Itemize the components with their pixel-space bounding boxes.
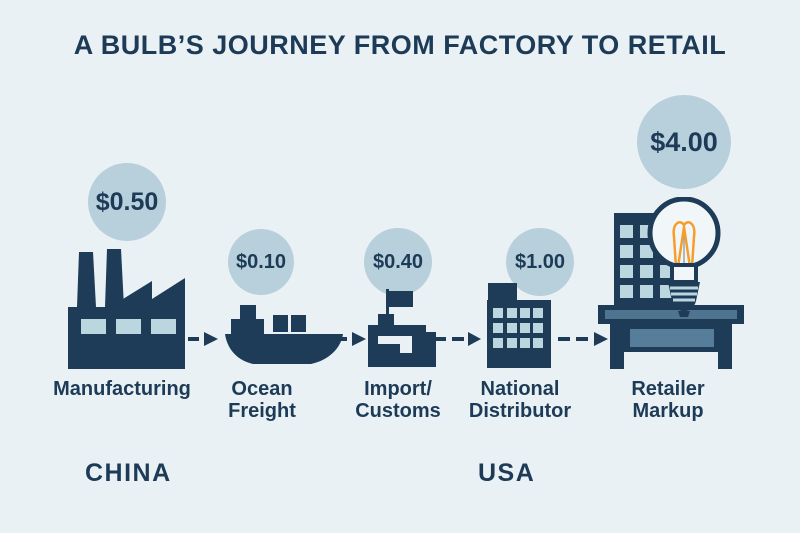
- flow-arrow-icon: [558, 332, 608, 346]
- price-bubble-ocean-freight: $0.10: [228, 229, 294, 295]
- flow-arrow-icon: [337, 332, 366, 346]
- price-bubble-national-distributor: $1.00: [506, 228, 574, 296]
- price-bubble-retailer-markup: $4.00: [637, 95, 731, 189]
- customs-building-icon: [368, 289, 436, 367]
- price-bubble-manufacturing: $0.50: [88, 163, 166, 241]
- stage-label-manufacturing: Manufacturing: [53, 378, 191, 400]
- price-label: $1.00: [514, 250, 566, 273]
- factory-icon: [68, 249, 185, 369]
- stage-label-import-customs: Import/ Customs: [355, 378, 441, 422]
- price-label: $0.10: [235, 250, 287, 273]
- region-label-china: CHINA: [85, 459, 172, 487]
- bulb-on-table-icon: [598, 197, 744, 369]
- office-building-icon: [487, 283, 551, 368]
- page-title: A BULB’S JOURNEY FROM FACTORY TO RETAIL: [73, 30, 727, 60]
- price-label: $0.50: [95, 187, 159, 216]
- price-label: $4.00: [650, 126, 718, 157]
- stage-label-ocean-freight: Ocean Freight: [228, 378, 296, 422]
- cargo-ship-icon: [225, 305, 343, 364]
- stage-label-retailer-markup: Retailer Markup: [631, 378, 705, 422]
- price-bubble-import-customs: $0.40: [364, 228, 432, 296]
- stage-label-national-distributor: National Distributor: [468, 378, 572, 422]
- region-label-usa: USA: [478, 459, 536, 487]
- flow-arrow-icon: [434, 332, 481, 346]
- flow-arrow-icon: [188, 332, 218, 346]
- price-label: $0.40: [372, 250, 424, 273]
